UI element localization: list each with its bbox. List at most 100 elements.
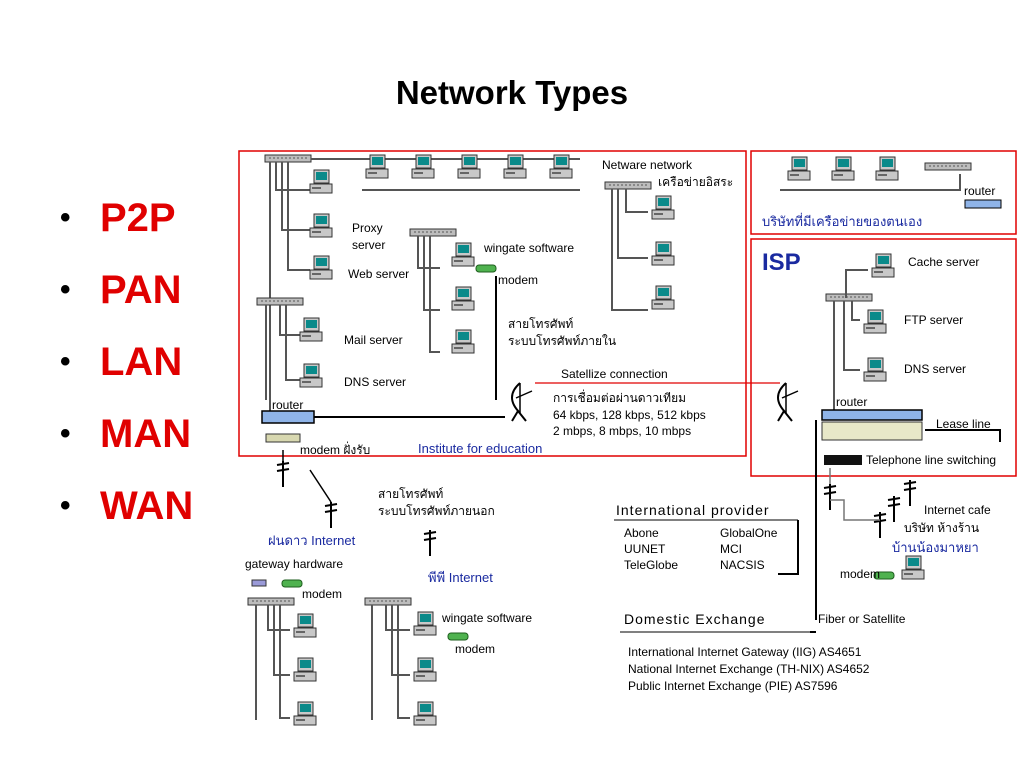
wingate-top-label: wingate software — [483, 241, 574, 255]
modem-receive-label: modem ฝั่งรับ — [300, 441, 370, 457]
computer-icon — [863, 357, 887, 382]
telephone-pole-icon — [873, 511, 887, 539]
modem-icon — [281, 579, 303, 588]
computer-icon — [787, 156, 811, 181]
domestic-exchange-item: Public Internet Exchange (PIE) AS7596 — [628, 679, 838, 693]
computer-icon — [451, 242, 475, 267]
bullet-dot-icon: • — [60, 273, 71, 306]
bullet-label: WAN — [100, 484, 194, 528]
independent-net-label: เครือข่ายอิสระ — [658, 175, 733, 189]
phone-internal-label: สายโทรศัพท์ — [508, 317, 573, 331]
router-icon — [964, 199, 1002, 209]
home-label: บ้านน้องมาหยา — [892, 540, 979, 555]
hub-icon — [247, 597, 295, 606]
cache-server-label: Cache server — [908, 255, 979, 269]
gateway-hw-label: gateway hardware — [245, 557, 343, 571]
satellite-label: Satellize connection — [561, 367, 668, 381]
computer-icon — [299, 363, 323, 388]
router-icon — [821, 409, 923, 421]
bullet-dot-icon: • — [60, 489, 71, 522]
institute-label: Institute for education — [418, 441, 542, 456]
computer-icon — [309, 255, 333, 280]
international-heading: International provider — [616, 502, 770, 518]
computer-icon — [871, 253, 895, 278]
hub-icon — [604, 181, 652, 190]
company-shop-label: บริษัท ห้างร้าน — [904, 521, 979, 535]
computer-icon — [299, 317, 323, 342]
lease-line-label: Lease line — [936, 417, 991, 431]
telephone-pole-icon — [903, 479, 917, 507]
dns-server-right-label: DNS server — [904, 362, 966, 376]
router-icon — [261, 410, 315, 424]
telephone-switch-label: Telephone line switching — [866, 453, 996, 467]
company-region — [750, 150, 1017, 235]
bullet-item: • WAN — [60, 476, 193, 548]
computer-icon — [413, 657, 437, 682]
international-provider: UUNET — [624, 542, 666, 556]
international-provider: NACSIS — [720, 558, 765, 572]
telephone-pole-icon — [887, 495, 901, 523]
domestic-heading: Domestic Exchange — [624, 611, 766, 627]
institute-region — [238, 150, 747, 457]
computer-icon — [863, 309, 887, 334]
proxy-label-2: server — [352, 238, 385, 252]
pipi-label: พีพี Internet — [428, 570, 493, 585]
modem-icon — [447, 632, 469, 641]
hub-icon — [409, 228, 457, 237]
international-provider: GlobalOne — [720, 526, 778, 540]
fahdaw-label: ฝนดาว Internet — [268, 533, 356, 548]
computer-icon — [309, 169, 333, 194]
fiber-label: Fiber or Satellite — [818, 612, 906, 626]
company-net-label: บริษัทที่มีเครือข่ายของตนเอง — [762, 213, 922, 229]
mail-server-label: Mail server — [344, 333, 403, 347]
computer-icon — [451, 329, 475, 354]
isp-region — [750, 238, 1017, 477]
computer-icon — [831, 156, 855, 181]
modem-bm-label: modem — [455, 642, 495, 656]
bullet-item: • LAN — [60, 332, 193, 404]
modem-top-label: modem — [498, 273, 538, 287]
gateway-icon — [251, 579, 267, 587]
router-left-label: router — [272, 398, 303, 412]
computer-icon — [451, 286, 475, 311]
dns-server-left-label: DNS server — [344, 375, 406, 389]
bullet-item: • MAN — [60, 404, 193, 476]
computer-icon — [293, 657, 317, 682]
computer-icon — [651, 241, 675, 266]
bullet-dot-icon: • — [60, 201, 71, 234]
speeds-label-2: 2 mbps, 8 mbps, 10 mbps — [553, 424, 691, 438]
computer-icon — [309, 213, 333, 238]
telephone-pole-icon — [324, 501, 338, 529]
proxy-label: Proxy — [352, 221, 383, 235]
switch-icon — [824, 455, 862, 465]
telephone-pole-icon — [823, 483, 837, 511]
web-server-label: Web server — [348, 267, 409, 281]
speeds-label-1: 64 kbps, 128 kbps, 512 kbps — [553, 408, 706, 422]
modem-icon — [475, 264, 497, 273]
internet-cafe-label: Internet cafe — [924, 503, 991, 517]
bullet-dot-icon: • — [60, 417, 71, 450]
phone-external-label-2: ระบบโทรศัพท์ภายนอก — [378, 504, 495, 518]
domestic-exchange-item: International Internet Gateway (IIG) AS4… — [628, 645, 862, 659]
hub-icon — [256, 297, 304, 306]
computer-icon — [651, 195, 675, 220]
bullet-label: LAN — [100, 340, 183, 384]
computer-icon — [293, 613, 317, 638]
wingate-bottom-label: wingate software — [441, 611, 532, 625]
international-provider: MCI — [720, 542, 742, 556]
bullet-list: •P2P •PAN •LAN •MAN •WAN — [60, 188, 193, 548]
modem-br-label: modem — [840, 567, 880, 581]
domestic-exchange-item: National Internet Exchange (TH-NIX) AS46… — [628, 662, 870, 676]
bullet-label: MAN — [100, 412, 192, 456]
netware-label: Netware network — [602, 158, 693, 172]
bullet-item: •P2P — [60, 188, 193, 260]
isp-label: ISP — [762, 249, 801, 276]
telephone-pole-icon — [276, 460, 290, 488]
bullet-dot-icon: • — [60, 345, 71, 378]
phone-external-label: สายโทรศัพท์ — [378, 487, 443, 501]
router-isp-label: router — [836, 395, 867, 409]
modem-bank-icon — [265, 433, 301, 443]
phone-internal-label-2: ระบบโทรศัพท์ภายใน — [508, 334, 616, 348]
international-provider: Abone — [624, 526, 659, 540]
